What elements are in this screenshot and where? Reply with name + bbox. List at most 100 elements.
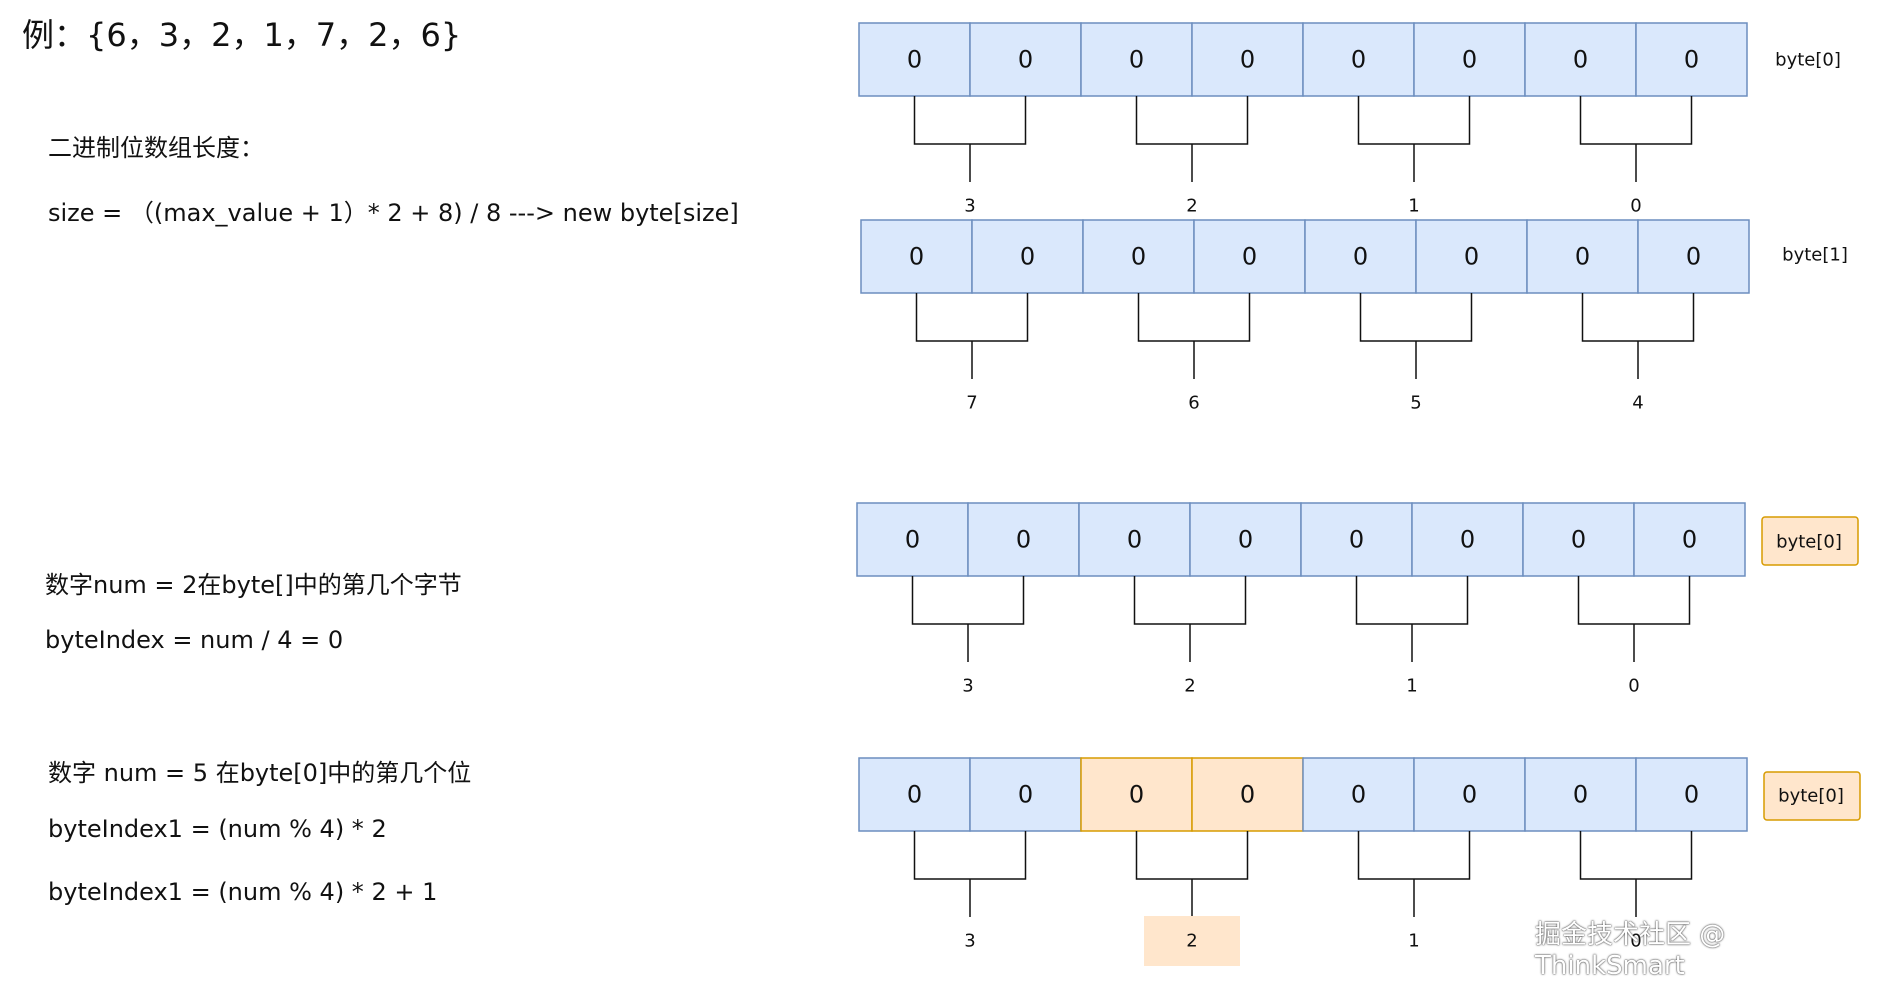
bit-index-formula-a: byteIndex1 = (num % 4) * 2 (48, 815, 387, 843)
group-bracket (911, 576, 1025, 662)
bit-value: 0 (1575, 243, 1590, 271)
group-number-label: 1 (1406, 676, 1417, 697)
bit-question: 数字 num = 5 在byte[0]中的第几个位 (48, 759, 472, 787)
bit-cell (1304, 219, 1417, 294)
bit-cell (1413, 22, 1526, 97)
bit-value: 0 (1349, 526, 1364, 554)
bit-cell (858, 22, 971, 97)
highlighted-number-box (1144, 916, 1240, 966)
group-bracket (1357, 96, 1471, 182)
watermark: 掘金技术社区 @ ThinkSmart (1535, 920, 1726, 981)
bit-value: 0 (905, 526, 920, 554)
group-number-label: 3 (964, 931, 975, 952)
bit-cell (1078, 502, 1191, 577)
bit-value: 0 (1238, 526, 1253, 554)
group-bracket (1359, 293, 1473, 379)
bit-cell (1524, 757, 1637, 832)
bit-value: 0 (909, 243, 924, 271)
group-bracket (1137, 293, 1251, 379)
bit-cell (1635, 22, 1748, 97)
bit-cell (858, 757, 971, 832)
bit-value: 0 (1571, 526, 1586, 554)
bit-value: 0 (1351, 46, 1366, 74)
group-bracket (1581, 293, 1695, 379)
group-number-label: 7 (966, 393, 977, 414)
group-bracket (1357, 831, 1471, 917)
bit-cell (1637, 219, 1750, 294)
group-bracket (913, 96, 1027, 182)
bit-cell (1300, 502, 1413, 577)
bit-value: 0 (1240, 781, 1255, 809)
group-number-label: 2 (1184, 676, 1195, 697)
byte-index-formula: byteIndex = num / 4 = 0 (45, 626, 344, 654)
group-number-label: 3 (962, 676, 973, 697)
bit-value: 0 (1020, 243, 1035, 271)
group-bracket (1579, 96, 1693, 182)
byte-label: byte[0] (1775, 50, 1841, 71)
bit-cell (1191, 22, 1304, 97)
bit-cell (969, 22, 1082, 97)
bit-cell (1413, 757, 1526, 832)
group-number-label: 2 (1186, 931, 1197, 952)
group-number-label: 4 (1632, 393, 1643, 414)
bit-value: 0 (1353, 243, 1368, 271)
bit-cell (1526, 219, 1639, 294)
bit-cell (971, 219, 1084, 294)
group-number-label: 0 (1628, 676, 1639, 697)
bit-value: 0 (1016, 526, 1031, 554)
bit-value: 0 (1240, 46, 1255, 74)
bit-value: 0 (1682, 526, 1697, 554)
bit-value: 0 (1018, 781, 1033, 809)
bit-cell (967, 502, 1080, 577)
bit-cell (1524, 22, 1637, 97)
byte-label-box (1761, 516, 1859, 566)
group-number-label: 0 (1630, 931, 1641, 952)
bit-value: 0 (1351, 781, 1366, 809)
bit-value: 0 (1129, 781, 1144, 809)
highlighted-bit-cell (1080, 757, 1193, 832)
bit-value: 0 (1131, 243, 1146, 271)
bit-value: 0 (1573, 781, 1588, 809)
bit-value: 0 (1462, 781, 1477, 809)
group-number-label: 6 (1188, 393, 1199, 414)
bit-value: 0 (1686, 243, 1701, 271)
bit-value: 0 (907, 781, 922, 809)
group-number-label: 2 (1186, 196, 1197, 217)
group-number-label: 1 (1408, 196, 1419, 217)
bit-cell (1302, 757, 1415, 832)
group-bracket (1135, 831, 1249, 917)
group-bracket (915, 293, 1029, 379)
bit-cell (1415, 219, 1528, 294)
bit-value: 0 (1573, 46, 1588, 74)
bit-value: 0 (1684, 781, 1699, 809)
byte-label-box (1763, 771, 1861, 821)
bit-value: 0 (1242, 243, 1257, 271)
group-number-label: 5 (1410, 393, 1421, 414)
bit-cell (1082, 219, 1195, 294)
bit-index-formula-b: byteIndex1 = (num % 4) * 2 + 1 (48, 878, 438, 906)
bit-cell (1189, 502, 1302, 577)
group-number-label: 0 (1630, 196, 1641, 217)
size-formula: size = （(max_value + 1）* 2 + 8) / 8 --->… (48, 199, 739, 227)
byte-question: 数字num = 2在byte[]中的第几个字节 (45, 571, 462, 599)
bit-cell (856, 502, 969, 577)
byte-label: byte[0] (1776, 532, 1842, 553)
byte-label: byte[0] (1778, 786, 1844, 807)
bit-cell (1635, 757, 1748, 832)
bit-value: 0 (1462, 46, 1477, 74)
bit-value: 0 (1460, 526, 1475, 554)
bit-cell (969, 757, 1082, 832)
example-title: 例：{6，3，2，1，7，2，6} (22, 16, 462, 54)
bit-cell (1193, 219, 1306, 294)
group-bracket (1135, 96, 1249, 182)
bit-value: 0 (1129, 46, 1144, 74)
group-bracket (1577, 576, 1691, 662)
group-bracket (1133, 576, 1247, 662)
group-bracket (1579, 831, 1693, 917)
highlighted-bit-cell (1191, 757, 1304, 832)
group-number-label: 3 (964, 196, 975, 217)
group-bracket (1355, 576, 1469, 662)
bit-value: 0 (1684, 46, 1699, 74)
bit-cell (1080, 22, 1193, 97)
